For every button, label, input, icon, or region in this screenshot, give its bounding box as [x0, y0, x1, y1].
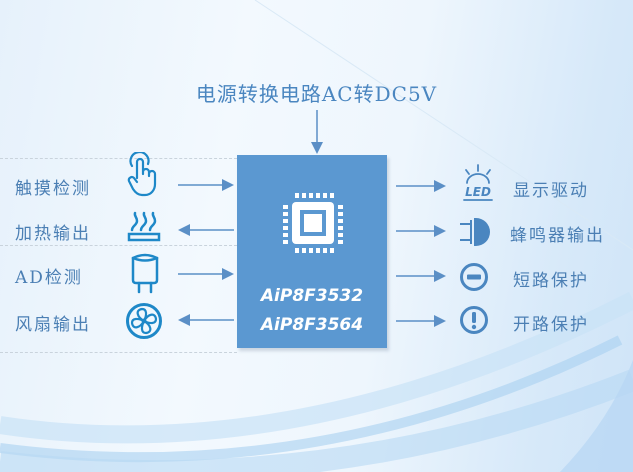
svg-text:LED: LED: [465, 185, 491, 199]
arrow-right-icon: [396, 225, 446, 237]
heating-icon: [127, 211, 161, 242]
ad-detect-label: AD检测: [15, 268, 83, 288]
display-driver-label: 显示驱动: [513, 181, 589, 201]
arrow-right-icon: [396, 180, 446, 192]
led-icon: LED: [463, 164, 493, 201]
arrow-left-icon: [178, 314, 234, 326]
open-protect-label: 开路保护: [513, 315, 589, 335]
touch-hand-icon: [127, 152, 157, 197]
chip-model-2: AiP8F3564: [260, 315, 364, 335]
arrow-right-icon: [396, 270, 446, 282]
chip-model-1: AiP8F3532: [260, 286, 364, 306]
arrow-right-icon: [178, 268, 234, 280]
guide-line: [0, 158, 237, 159]
guide-line: [0, 245, 237, 246]
mcu-block: AiP8F3532 AiP8F3564: [237, 155, 387, 348]
arrow-down-icon: [311, 110, 323, 154]
minus-circle-icon: [460, 263, 488, 291]
power-circuit-title: 电源转换电路AC转DC5V: [195, 82, 438, 106]
arrow-right-icon: [178, 179, 234, 191]
guide-line: [0, 352, 237, 353]
capacitor-icon: [131, 253, 159, 294]
heating-output-label: 加热输出: [15, 224, 91, 244]
short-protect-label: 短路保护: [513, 271, 589, 291]
buzzer-output-label: 蜂鸣器输出: [510, 226, 605, 246]
touch-detect-label: 触摸检测: [15, 179, 91, 199]
fan-output-label: 风扇输出: [15, 315, 91, 335]
arrow-left-icon: [178, 224, 234, 236]
fan-icon: [126, 303, 162, 339]
chip-icon: [283, 193, 343, 253]
exclamation-circle-icon: [460, 306, 488, 334]
buzzer-icon: [460, 218, 490, 246]
arrow-right-icon: [396, 315, 446, 327]
